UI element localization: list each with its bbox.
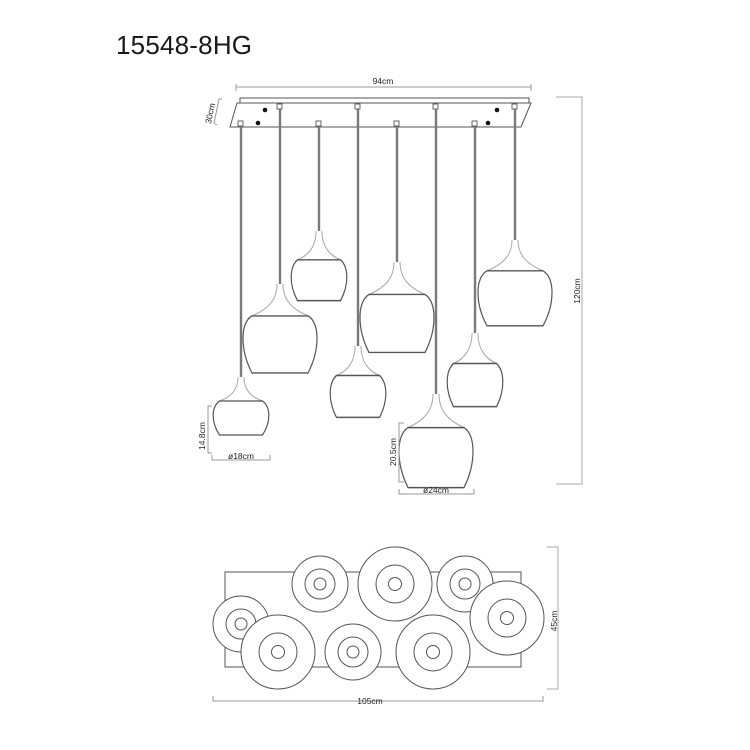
pendant-shade [290, 230, 348, 302]
rod-caps [237, 103, 518, 127]
small-shade-height-label: 14.8cm [197, 422, 207, 450]
large-shade-diameter-dimension: ø24cm [398, 485, 475, 495]
canopy-plate [229, 97, 532, 128]
large-shade-height-dimension: 20.5cm [388, 422, 404, 483]
large-shade-diameter-label: ø24cm [423, 485, 449, 495]
pendant-shade [359, 261, 435, 354]
model-number: 15548-8HG [116, 30, 253, 60]
top-view-depth-label: 45cm [549, 611, 559, 632]
pendant-shade [398, 393, 474, 489]
overall-height-dimension: 120cm [556, 96, 583, 485]
top-view-depth-dimension: 45cm [547, 546, 559, 690]
pendant-shade [329, 345, 387, 419]
canopy-depth-dimension: 30cm [203, 98, 222, 126]
pendant-shade [212, 376, 270, 436]
canopy-width-dimension: 94cm [235, 76, 532, 91]
large-shade-height-label: 20.5cm [388, 438, 398, 466]
small-shade-diameter-label: ø18cm [228, 451, 254, 461]
pendant-shade [446, 332, 504, 408]
overall-height-label: 120cm [572, 278, 582, 304]
top-view-width-dimension: 105cm [212, 696, 544, 706]
pendant-rods [239, 107, 517, 394]
pendant-shade [477, 239, 553, 327]
small-shade-height-dimension: 14.8cm [197, 405, 212, 454]
top-view-width-label: 105cm [357, 696, 383, 706]
canopy-width-label: 94cm [373, 76, 394, 86]
small-shade-diameter-dimension: ø18cm [211, 451, 271, 461]
canopy-depth-label: 30cm [203, 102, 217, 124]
